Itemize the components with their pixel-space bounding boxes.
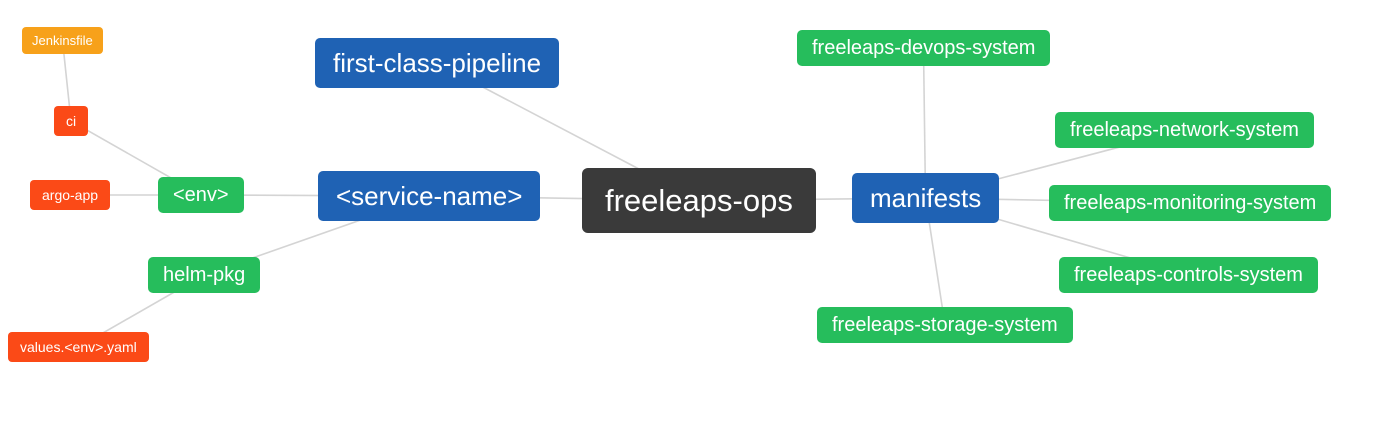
node-freeleaps-ops[interactable]: freeleaps-ops (582, 168, 816, 233)
node-freeleaps-monitoring-system[interactable]: freeleaps-monitoring-system (1049, 185, 1332, 221)
node-freeleaps-devops-system[interactable]: freeleaps-devops-system (797, 30, 1051, 66)
node-service-name[interactable]: <service-name> (318, 171, 541, 221)
node-freeleaps-controls-system[interactable]: freeleaps-controls-system (1059, 257, 1318, 293)
node-env[interactable]: <env> (158, 177, 244, 213)
node-jenkinsfile[interactable]: Jenkinsfile (22, 27, 103, 54)
node-freeleaps-storage-system[interactable]: freeleaps-storage-system (817, 307, 1073, 343)
node-freeleaps-network-system[interactable]: freeleaps-network-system (1055, 112, 1314, 148)
node-helm-pkg[interactable]: helm-pkg (148, 257, 261, 293)
node-manifests[interactable]: manifests (852, 173, 1000, 223)
node-ci[interactable]: ci (54, 106, 89, 136)
node-first-class-pipeline[interactable]: first-class-pipeline (315, 38, 560, 88)
node-argo-app[interactable]: argo-app (30, 180, 111, 210)
node-values-env-yaml[interactable]: values.<env>.yaml (8, 332, 149, 362)
